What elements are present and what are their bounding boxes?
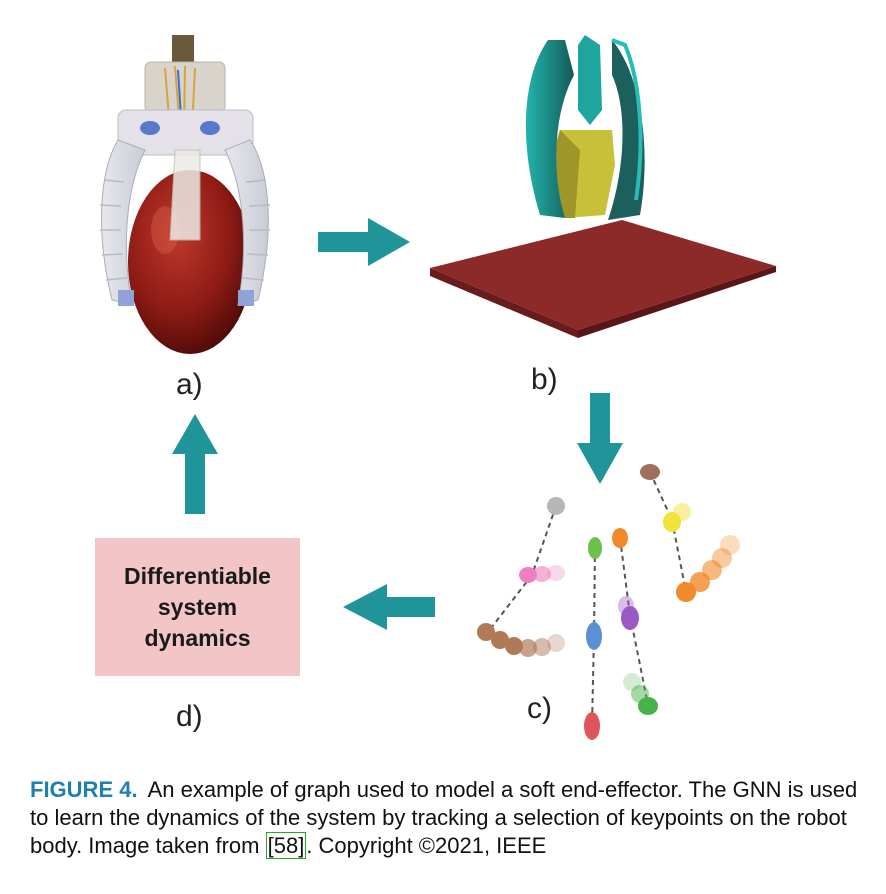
arrow-left-icon [343,584,435,630]
panel-label-c: c) [527,692,552,725]
arrow-down-icon [577,393,623,484]
keypoint-graph [477,464,740,740]
citation-link[interactable]: [58] [265,832,307,859]
figure-caption: FIGURE 4.An example of graph used to mod… [30,776,860,860]
arrow-right-icon [318,218,410,266]
panel-label-d: d) [176,700,203,733]
panel-label-a: a) [176,368,203,401]
gripper-photo [99,35,271,354]
dynamics-box: Differentiable system dynamics [95,538,300,676]
arrow-up-icon [172,414,218,514]
figure-illustration [99,35,776,740]
keypoint-markers [477,464,740,740]
panel-label-b: b) [531,363,558,396]
caption-label: FIGURE 4. [30,777,138,802]
dynamics-box-label: Differentiable system dynamics [124,562,271,651]
caption-text: An example of graph used to model a soft… [30,777,858,858]
simulation-render [430,35,776,338]
caption-copyright: . Copyright ©2021, IEEE [306,833,547,858]
